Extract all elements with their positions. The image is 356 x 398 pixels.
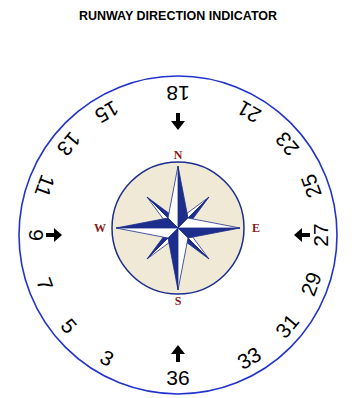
runway-number: 27 <box>310 223 331 246</box>
runway-number: 36 <box>166 367 189 388</box>
compass-letter: W <box>94 222 106 234</box>
direction-arrows <box>46 113 310 362</box>
runway-number: 18 <box>166 83 189 104</box>
compass-letter: N <box>174 149 183 161</box>
compass-letter: E <box>252 222 260 234</box>
outer-ring <box>19 76 337 394</box>
runway-number: 9 <box>26 229 47 241</box>
diagram-title: RUNWAY DIRECTION INDICATOR <box>79 10 277 23</box>
compass-letter: S <box>175 295 182 307</box>
compass-rose <box>116 166 240 290</box>
compass-disc <box>112 162 244 294</box>
